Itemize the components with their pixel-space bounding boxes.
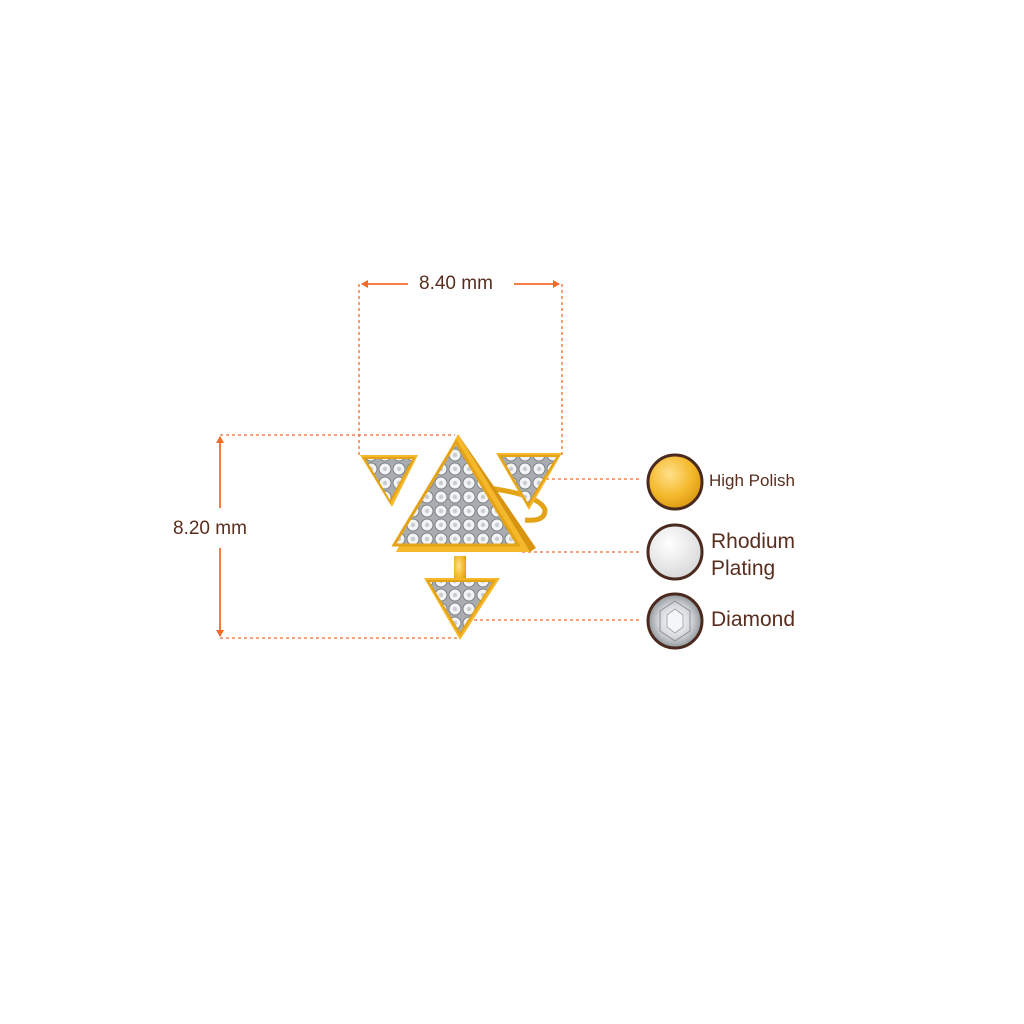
legend-label-rhodium-line1: Rhodium: [711, 530, 796, 553]
legend-item-rhodium-plating: [646, 523, 704, 581]
legend-item-high-polish: [646, 453, 704, 511]
width-dimension-label: 8.40 mm: [419, 273, 493, 294]
legend-leader-lines: [468, 478, 642, 621]
rhodium-swatch-icon: [646, 523, 704, 581]
earring-illustration: [360, 434, 562, 640]
height-dimension-guide: [216, 434, 458, 639]
gold-swatch-icon: [646, 453, 704, 511]
legend-label-rhodium-line2: Plating: [711, 557, 776, 580]
legend-label-high-polish: High Polish: [709, 471, 795, 490]
height-dimension-label: 8.20 mm: [173, 518, 247, 539]
legend-item-diamond: [646, 592, 704, 650]
legend-label-diamond: Diamond: [711, 608, 796, 631]
width-dimension-guide: [358, 280, 563, 458]
